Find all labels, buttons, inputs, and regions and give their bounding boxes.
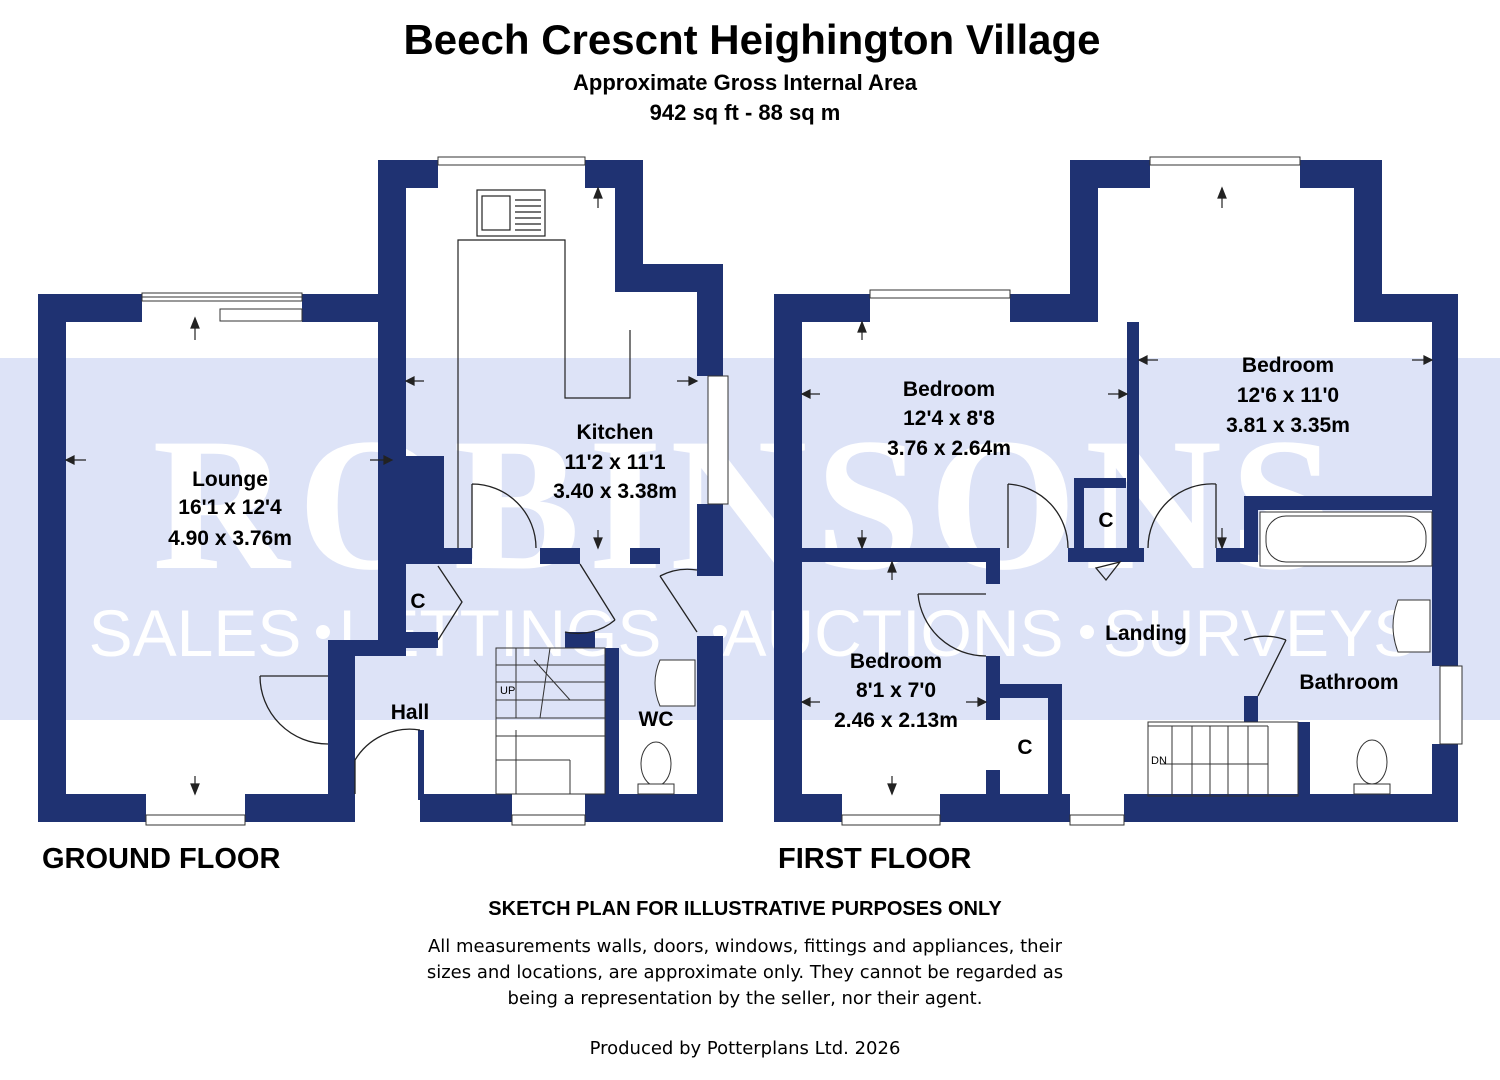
bedroom-3-name: Bedroom xyxy=(850,650,942,673)
bedroom-3-metric: 2.46 x 2.13m xyxy=(834,709,958,732)
cupboard-door xyxy=(437,565,463,641)
bathroom-fittings xyxy=(1259,511,1433,795)
bedroom-2-metric: 3.81 x 3.35m xyxy=(1226,414,1350,437)
bedroom-1-imperial: 12'4 x 8'8 xyxy=(903,407,995,430)
ground-floor-dimension-arrows xyxy=(64,186,699,796)
plan-total-area: 942 sq ft - 88 sq m xyxy=(650,100,841,125)
bedroom-2-name: Bedroom xyxy=(1242,354,1334,377)
bedroom-1-door xyxy=(1007,483,1069,549)
disclaimer-text: All measurements walls, doors, windows, … xyxy=(380,934,1110,1012)
plan-subtitle: Approximate Gross Internal Area xyxy=(573,70,918,95)
wc-name: WC xyxy=(639,708,674,731)
kitchen-window xyxy=(437,156,586,166)
bedroom-3-door xyxy=(917,593,987,657)
sketch-plan-notice: SKETCH PLAN FOR ILLUSTRATIVE PURPOSES ON… xyxy=(488,898,1002,920)
bathroom-basin xyxy=(1392,599,1431,653)
kitchen-imperial: 11'2 x 11'1 xyxy=(564,451,665,474)
bedroom-3-window xyxy=(841,814,941,826)
watermark-dots xyxy=(316,625,1094,639)
wc-basin xyxy=(654,659,696,707)
kitchen-door xyxy=(471,483,537,549)
lounge-front-window xyxy=(145,814,246,826)
lounge-imperial: 16'1 x 12'4 xyxy=(178,496,282,519)
bedroom-1-metric: 3.76 x 2.64m xyxy=(887,437,1011,460)
wc-door xyxy=(659,568,698,633)
bedroom-1-name: Bedroom xyxy=(903,378,995,401)
bedroom-2-door xyxy=(1147,483,1217,549)
disclaimer-line: All measurements walls, doors, windows, … xyxy=(427,936,1063,957)
landing-cupboard-label: C xyxy=(1098,509,1113,532)
hall-window xyxy=(511,814,586,826)
landing-cupboard-door xyxy=(1094,560,1122,582)
wc-toilet xyxy=(640,741,672,787)
bathroom-door xyxy=(1243,635,1287,697)
landing-name: Landing xyxy=(1105,622,1187,645)
watermark-service: SALES xyxy=(89,596,302,670)
bedroom-cupboard-label: C xyxy=(1017,736,1032,759)
disclaimer-line: sizes and locations, are approximate onl… xyxy=(426,962,1064,983)
first-floor-windows xyxy=(841,156,1463,826)
bathroom-window xyxy=(1439,665,1463,745)
bedroom-3-imperial: 8'1 x 7'0 xyxy=(856,679,936,702)
first-floor-label: FIRST FLOOR xyxy=(778,843,971,875)
bedroom-2-imperial: 12'6 x 11'0 xyxy=(1237,384,1339,407)
ground-stairs xyxy=(495,647,606,795)
lounge-name: Lounge xyxy=(192,468,268,491)
kitchen-units xyxy=(457,189,631,548)
first-floor-dimension-arrows xyxy=(800,186,1434,796)
watermark-service: SURVEYS xyxy=(1103,596,1417,670)
first-stairs-label: DN xyxy=(1151,755,1167,767)
ground-floor-walls xyxy=(38,160,723,822)
watermark-services: SALES LETTINGS AUCTIONS SURVEYS xyxy=(89,596,1418,670)
first-floor-labels: Bedroom 12'4 x 8'8 3.76 x 2.64m Bedroom … xyxy=(834,354,1398,759)
first-floor-doors xyxy=(917,483,1287,697)
ground-cupboard-label: C xyxy=(410,590,425,613)
ground-floor-labels: Lounge 16'1 x 12'4 4.90 x 3.76m Kitchen … xyxy=(168,421,677,731)
disclaimer-line: being a representation by the seller, no… xyxy=(507,988,983,1009)
kitchen-metric: 3.40 x 3.38m xyxy=(553,480,677,503)
ground-floor-windows xyxy=(141,156,729,826)
bedroom-2-window xyxy=(1149,156,1301,166)
producer-credit: Produced by Potterplans Ltd. 2026 xyxy=(589,1038,901,1059)
ground-floor-doors xyxy=(259,483,698,794)
lounge-door xyxy=(259,675,329,745)
lounge-metric: 4.90 x 3.76m xyxy=(168,527,292,550)
wc-fittings xyxy=(637,659,696,795)
first-stairs xyxy=(1147,721,1299,797)
bathroom-toilet xyxy=(1356,739,1388,785)
ground-stairs-label: UP xyxy=(500,685,515,697)
hall-name: Hall xyxy=(391,701,430,724)
first-floor-walls xyxy=(774,160,1458,822)
front-door xyxy=(354,728,421,794)
bathroom-name: Bathroom xyxy=(1299,671,1398,694)
kitchen-sink xyxy=(476,189,546,237)
kitchen-name: Kitchen xyxy=(576,421,653,444)
plan-title: Beech Crescnt Heighington Village xyxy=(403,16,1100,63)
kitchen-side-window xyxy=(707,375,729,505)
landing-window xyxy=(1069,814,1125,826)
ground-floor-label: GROUND FLOOR xyxy=(42,843,280,875)
hall-kitchen-door xyxy=(564,563,616,635)
bedroom-1-window xyxy=(869,289,1011,299)
